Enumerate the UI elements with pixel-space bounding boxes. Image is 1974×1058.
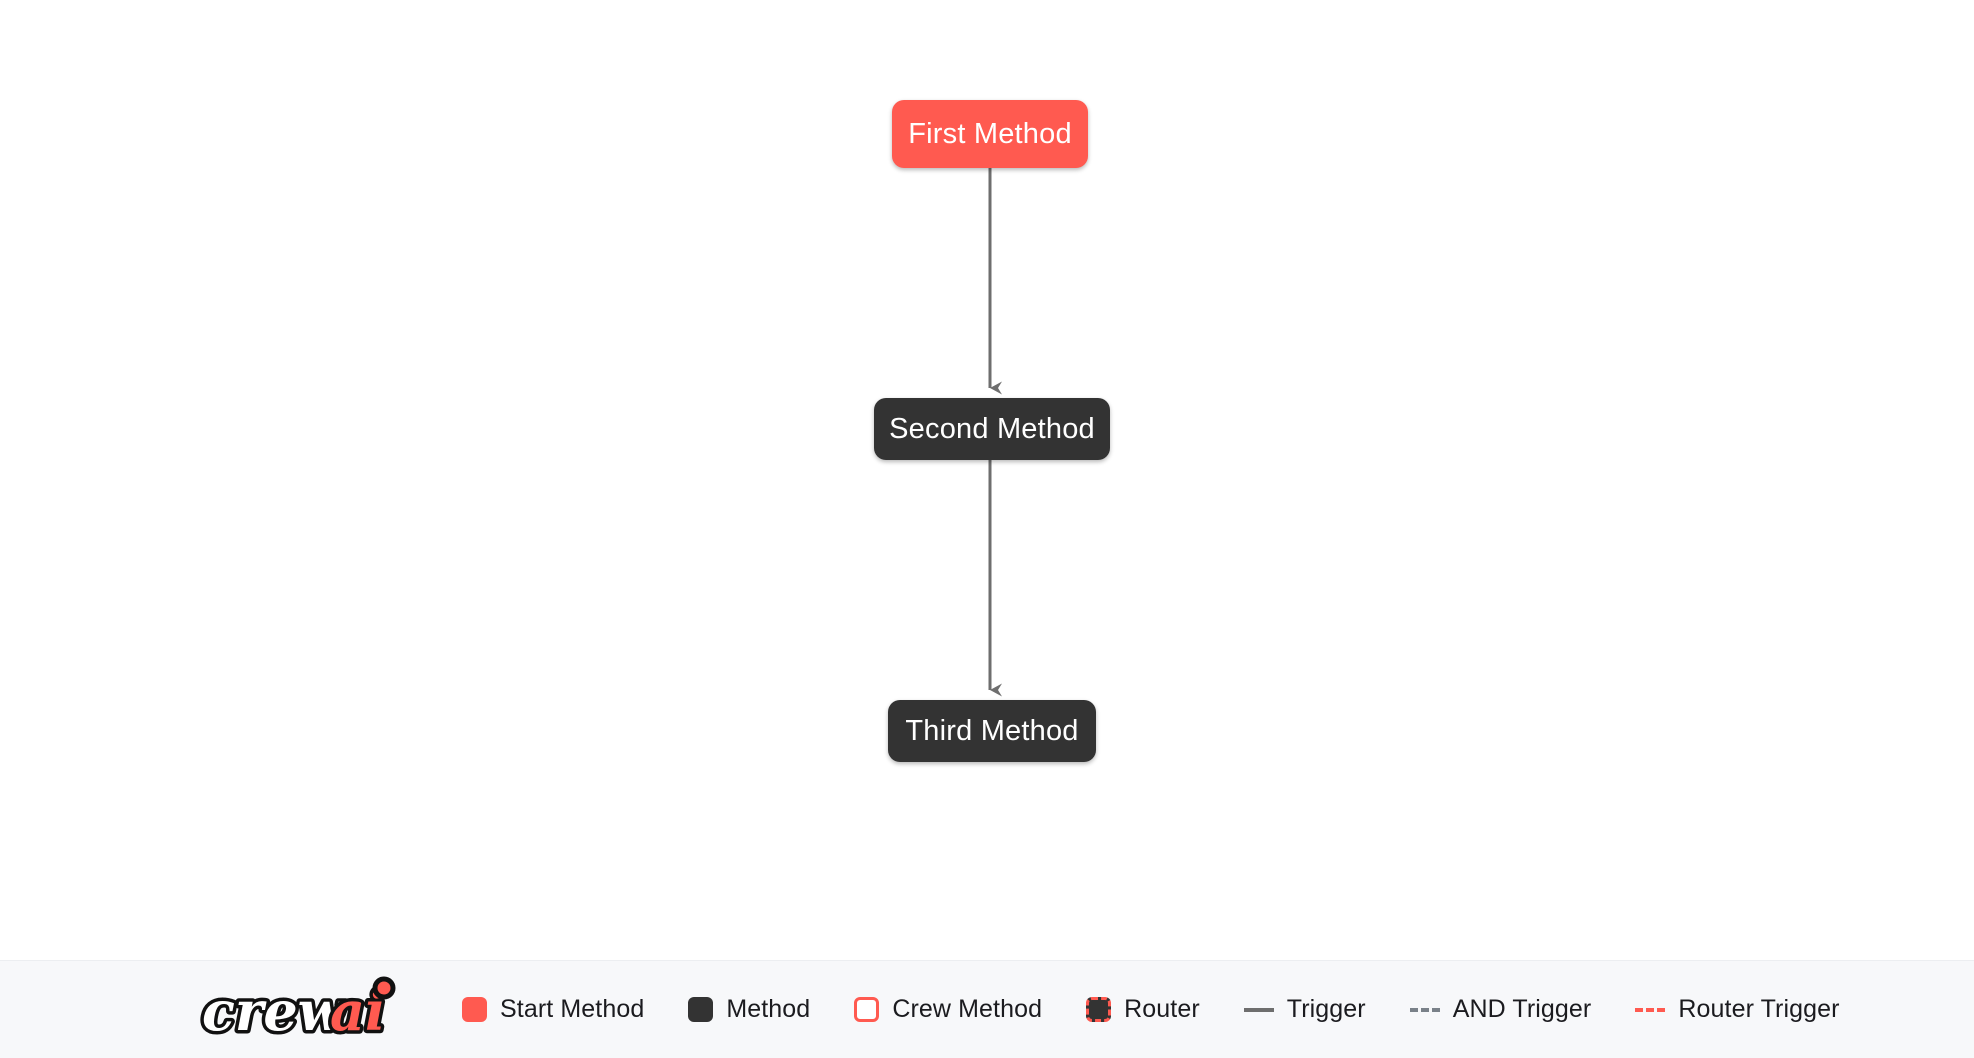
trigger-line-icon: [1243, 1007, 1274, 1012]
logo-text-crew: crew: [202, 979, 347, 1043]
node-label: Second Method: [889, 412, 1095, 445]
crew-method-swatch-icon: [854, 997, 880, 1022]
method-swatch-icon: [688, 997, 714, 1022]
legend-label: Start Method: [500, 995, 645, 1023]
crewai-logo: crew ai: [199, 975, 396, 1046]
legend-item-method[interactable]: Method: [688, 995, 810, 1024]
node-label: Third Method: [905, 714, 1079, 747]
legend-item-router-trigger[interactable]: Router Trigger: [1635, 995, 1839, 1024]
and-trigger-line-icon: [1409, 1007, 1440, 1012]
legend-label: AND Trigger: [1452, 995, 1592, 1023]
legend-label: Method: [726, 995, 811, 1023]
router-swatch-icon: [1086, 997, 1112, 1022]
logo-dot: [372, 976, 396, 999]
legend-item-crew-method[interactable]: Crew Method: [854, 995, 1042, 1024]
legend-label: Crew Method: [892, 995, 1043, 1023]
legend-label: Trigger: [1286, 995, 1366, 1023]
router-trigger-line-icon: [1635, 1007, 1666, 1012]
node-label: First Method: [908, 117, 1072, 150]
legend-item-router[interactable]: Router: [1086, 995, 1200, 1024]
node-second-method[interactable]: Second Method: [874, 398, 1110, 460]
node-third-method[interactable]: Third Method: [888, 700, 1096, 762]
legend-label: Router Trigger: [1678, 995, 1840, 1023]
legend-bar: crew ai Start Method Method Crew Method …: [0, 960, 1974, 1058]
legend-label: Router: [1124, 995, 1200, 1023]
legend-item-and-trigger[interactable]: AND Trigger: [1409, 995, 1592, 1024]
legend-item-trigger[interactable]: Trigger: [1243, 995, 1366, 1024]
legend-item-start-method[interactable]: Start Method: [462, 995, 644, 1024]
flow-canvas[interactable]: First Method Second Method Third Method: [0, 0, 1974, 960]
start-method-swatch-icon: [462, 997, 487, 1022]
node-first-method[interactable]: First Method: [892, 100, 1088, 168]
